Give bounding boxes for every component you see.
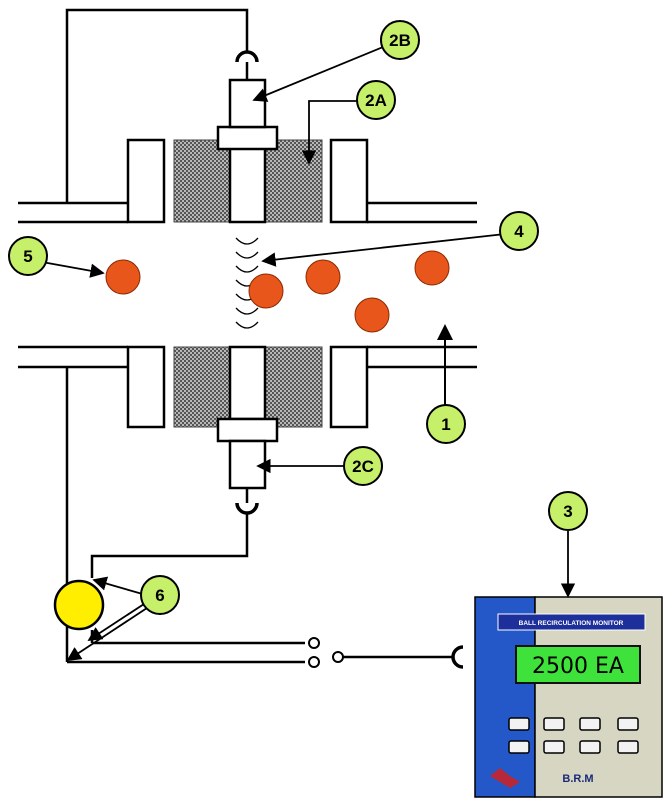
monitor-title: BALL RECIRCULATION MONITOR <box>519 620 624 627</box>
svg-text:6: 6 <box>155 586 164 605</box>
monitor-title-bar <box>497 613 646 631</box>
monitor-display-value: 2500 EA <box>532 654 624 679</box>
svg-text:1: 1 <box>441 415 450 434</box>
svg-text:4: 4 <box>514 222 524 241</box>
recirculation-balls <box>105 250 450 333</box>
monitor-keypad <box>508 717 639 754</box>
brand-logo-icon <box>490 768 520 788</box>
ball <box>305 259 341 295</box>
ball-recirculation-monitor: BALL RECIRCULATION MONITOR 2500 EA B.R.M <box>474 596 663 798</box>
monitor-brand: B.R.M <box>562 773 593 785</box>
keypad-button[interactable] <box>617 740 639 754</box>
lower-pipe-wall <box>18 345 477 369</box>
keypad-button[interactable] <box>543 717 565 731</box>
keypad-button[interactable] <box>508 717 530 731</box>
ball <box>248 273 284 309</box>
svg-text:5: 5 <box>23 247 32 266</box>
lower-sensor-head <box>228 439 267 490</box>
callout-5: 5 <box>8 236 48 276</box>
upper-pipe-wall <box>18 201 477 224</box>
svg-text:3: 3 <box>563 502 572 521</box>
upper-connector-icon <box>235 50 259 63</box>
callout-3: 3 <box>548 491 588 531</box>
ball <box>414 250 450 286</box>
callout-1: 1 <box>426 404 466 444</box>
callout-2a: 2A <box>356 80 396 120</box>
upper-sensor-head <box>228 78 267 129</box>
lower-sensor-shaft <box>228 345 267 421</box>
upper-sensor-collar <box>216 125 279 151</box>
svg-text:2B: 2B <box>389 31 411 50</box>
upper-signal-wire <box>65 8 249 203</box>
callout-6: 6 <box>140 575 180 615</box>
lower-signal-wire <box>90 514 249 578</box>
keypad-button[interactable] <box>579 717 601 731</box>
svg-text:2C: 2C <box>352 457 374 476</box>
svg-text:2A: 2A <box>365 91 387 110</box>
monitor-display <box>515 645 641 684</box>
callout-2b: 2B <box>380 20 420 60</box>
monitor-input-connector-icon <box>451 645 464 669</box>
callout-2c: 2C <box>343 446 383 486</box>
keypad-button[interactable] <box>617 717 639 731</box>
keypad-button[interactable] <box>579 740 601 754</box>
keypad-button[interactable] <box>543 740 565 754</box>
upper-right-flange <box>329 138 369 224</box>
sensor-indicator-lamp <box>53 579 105 631</box>
callout-leaders <box>41 44 576 661</box>
lower-right-flange <box>329 345 369 429</box>
switch-contacts <box>308 637 344 668</box>
keypad-button[interactable] <box>508 740 530 754</box>
lower-left-flange <box>126 345 166 429</box>
lower-connector-icon <box>235 502 259 515</box>
ball <box>105 259 141 295</box>
lower-sensor-collar <box>216 417 279 443</box>
upper-left-flange <box>126 138 166 224</box>
ball <box>354 297 390 333</box>
upper-sensor-shaft <box>228 146 267 224</box>
callout-4: 4 <box>499 211 539 251</box>
